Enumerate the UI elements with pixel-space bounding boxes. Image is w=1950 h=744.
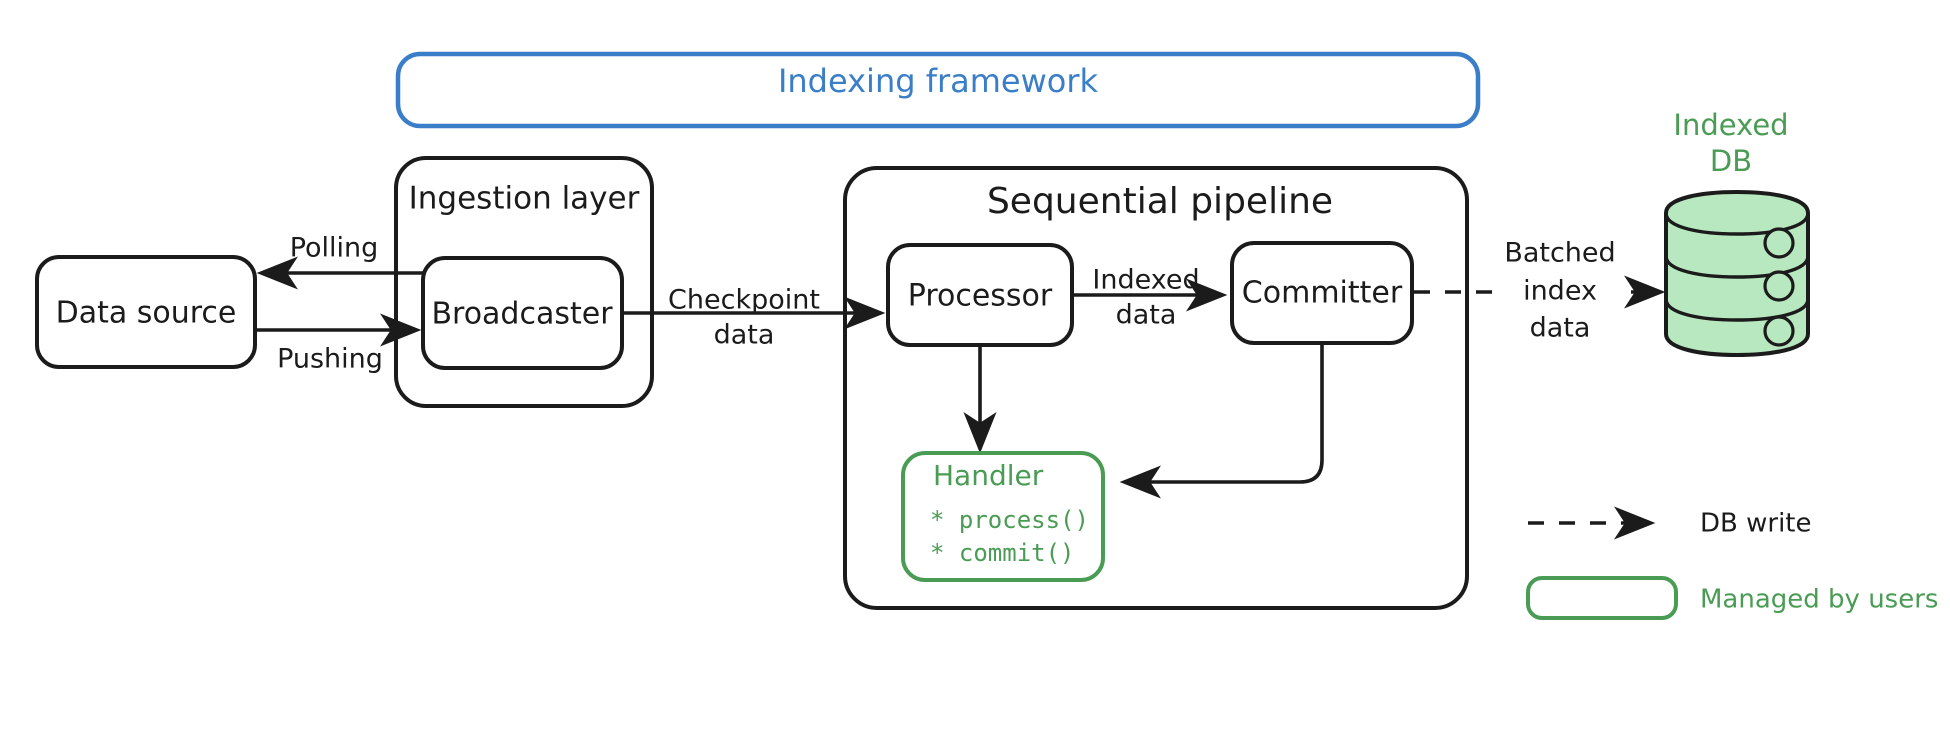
label-mask-top xyxy=(1494,238,1626,272)
indexed-db-node[interactable]: Indexed DB xyxy=(1664,108,1810,357)
indexed-db-disk-indicator-2 xyxy=(1763,270,1795,302)
legend-item-managed-by-users: Managed by users xyxy=(1526,576,1938,620)
broadcaster-label: Broadcaster xyxy=(431,297,613,332)
processor-label: Processor xyxy=(908,279,1053,314)
committer-handler-arrow xyxy=(1119,341,1324,499)
batched-index-label-line3-top: data xyxy=(1530,313,1591,344)
legend-green-box-icon xyxy=(1526,576,1678,620)
data-source-node[interactable]: Data source xyxy=(35,255,257,369)
polling-edge: Polling xyxy=(256,233,426,290)
handler-node[interactable]: Handler * process() * commit() xyxy=(901,451,1105,582)
handler-method-process: * process() xyxy=(930,506,1089,534)
handler-title: Handler xyxy=(933,459,1044,492)
committer-to-handler-edge xyxy=(1119,341,1324,499)
label-mask-bottom xyxy=(1500,313,1620,347)
legend-item-db-write: DB write xyxy=(1528,506,1812,540)
legend-db-write-label: DB write xyxy=(1700,509,1812,539)
sequential-pipeline-group: Sequential pipeline xyxy=(843,166,1469,610)
indexed-db-disk-indicator-3 xyxy=(1763,315,1795,347)
handler-method-commit: * commit() xyxy=(930,539,1075,567)
indexed-data-label-line2: data xyxy=(1116,300,1177,331)
ingestion-layer-group: Ingestion layer Broadcaster xyxy=(394,156,654,408)
handler-box[interactable] xyxy=(901,451,1105,582)
indexing-framework-title: Indexing framework xyxy=(778,62,1099,100)
committer-node[interactable]: Committer xyxy=(1230,241,1414,345)
indexing-framework-container: Indexing framework xyxy=(395,51,1481,129)
checkpoint-label-line2: data xyxy=(714,320,775,351)
batched-index-label-line1-top: Batched xyxy=(1504,238,1615,269)
indexed-data-label-line1: Indexed xyxy=(1092,265,1199,296)
indexing-framework-box xyxy=(395,51,1481,129)
legend-managed-by-users-label: Managed by users xyxy=(1700,585,1938,615)
ingestion-layer-title: Ingestion layer xyxy=(409,181,640,217)
sequential-pipeline-title: Sequential pipeline xyxy=(987,181,1333,222)
indexed-db-divider-1 xyxy=(1664,254,1810,279)
data-source-label: Data source xyxy=(56,296,237,331)
pushing-edge: Pushing xyxy=(254,313,422,375)
indexed-data-edge: Indexed data xyxy=(1070,265,1228,331)
indexed-db-divider-2 xyxy=(1664,297,1810,322)
indexed-db-label-line2: DB xyxy=(1710,144,1752,178)
checkpoint-edge: Checkpoint data xyxy=(620,285,886,351)
legend: DB write Managed by users xyxy=(1526,506,1938,620)
label-mask-mid xyxy=(1502,276,1620,310)
indexed-db-label-line1: Indexed xyxy=(1673,108,1788,142)
sequential-pipeline-box xyxy=(843,166,1469,610)
committer-label: Committer xyxy=(1242,276,1403,311)
indexed-db-disk-indicator-1 xyxy=(1763,227,1795,259)
batched-index-label-line2-top: index xyxy=(1523,276,1597,307)
pushing-label: Pushing xyxy=(277,344,383,375)
data-source-box[interactable] xyxy=(35,255,257,369)
polling-label: Polling xyxy=(290,233,379,264)
checkpoint-label-line1: Checkpoint xyxy=(668,285,820,316)
indexed-db-top-ellipse xyxy=(1664,211,1810,236)
processor-node[interactable]: Processor xyxy=(886,243,1074,347)
ingestion-layer-box xyxy=(394,156,654,408)
